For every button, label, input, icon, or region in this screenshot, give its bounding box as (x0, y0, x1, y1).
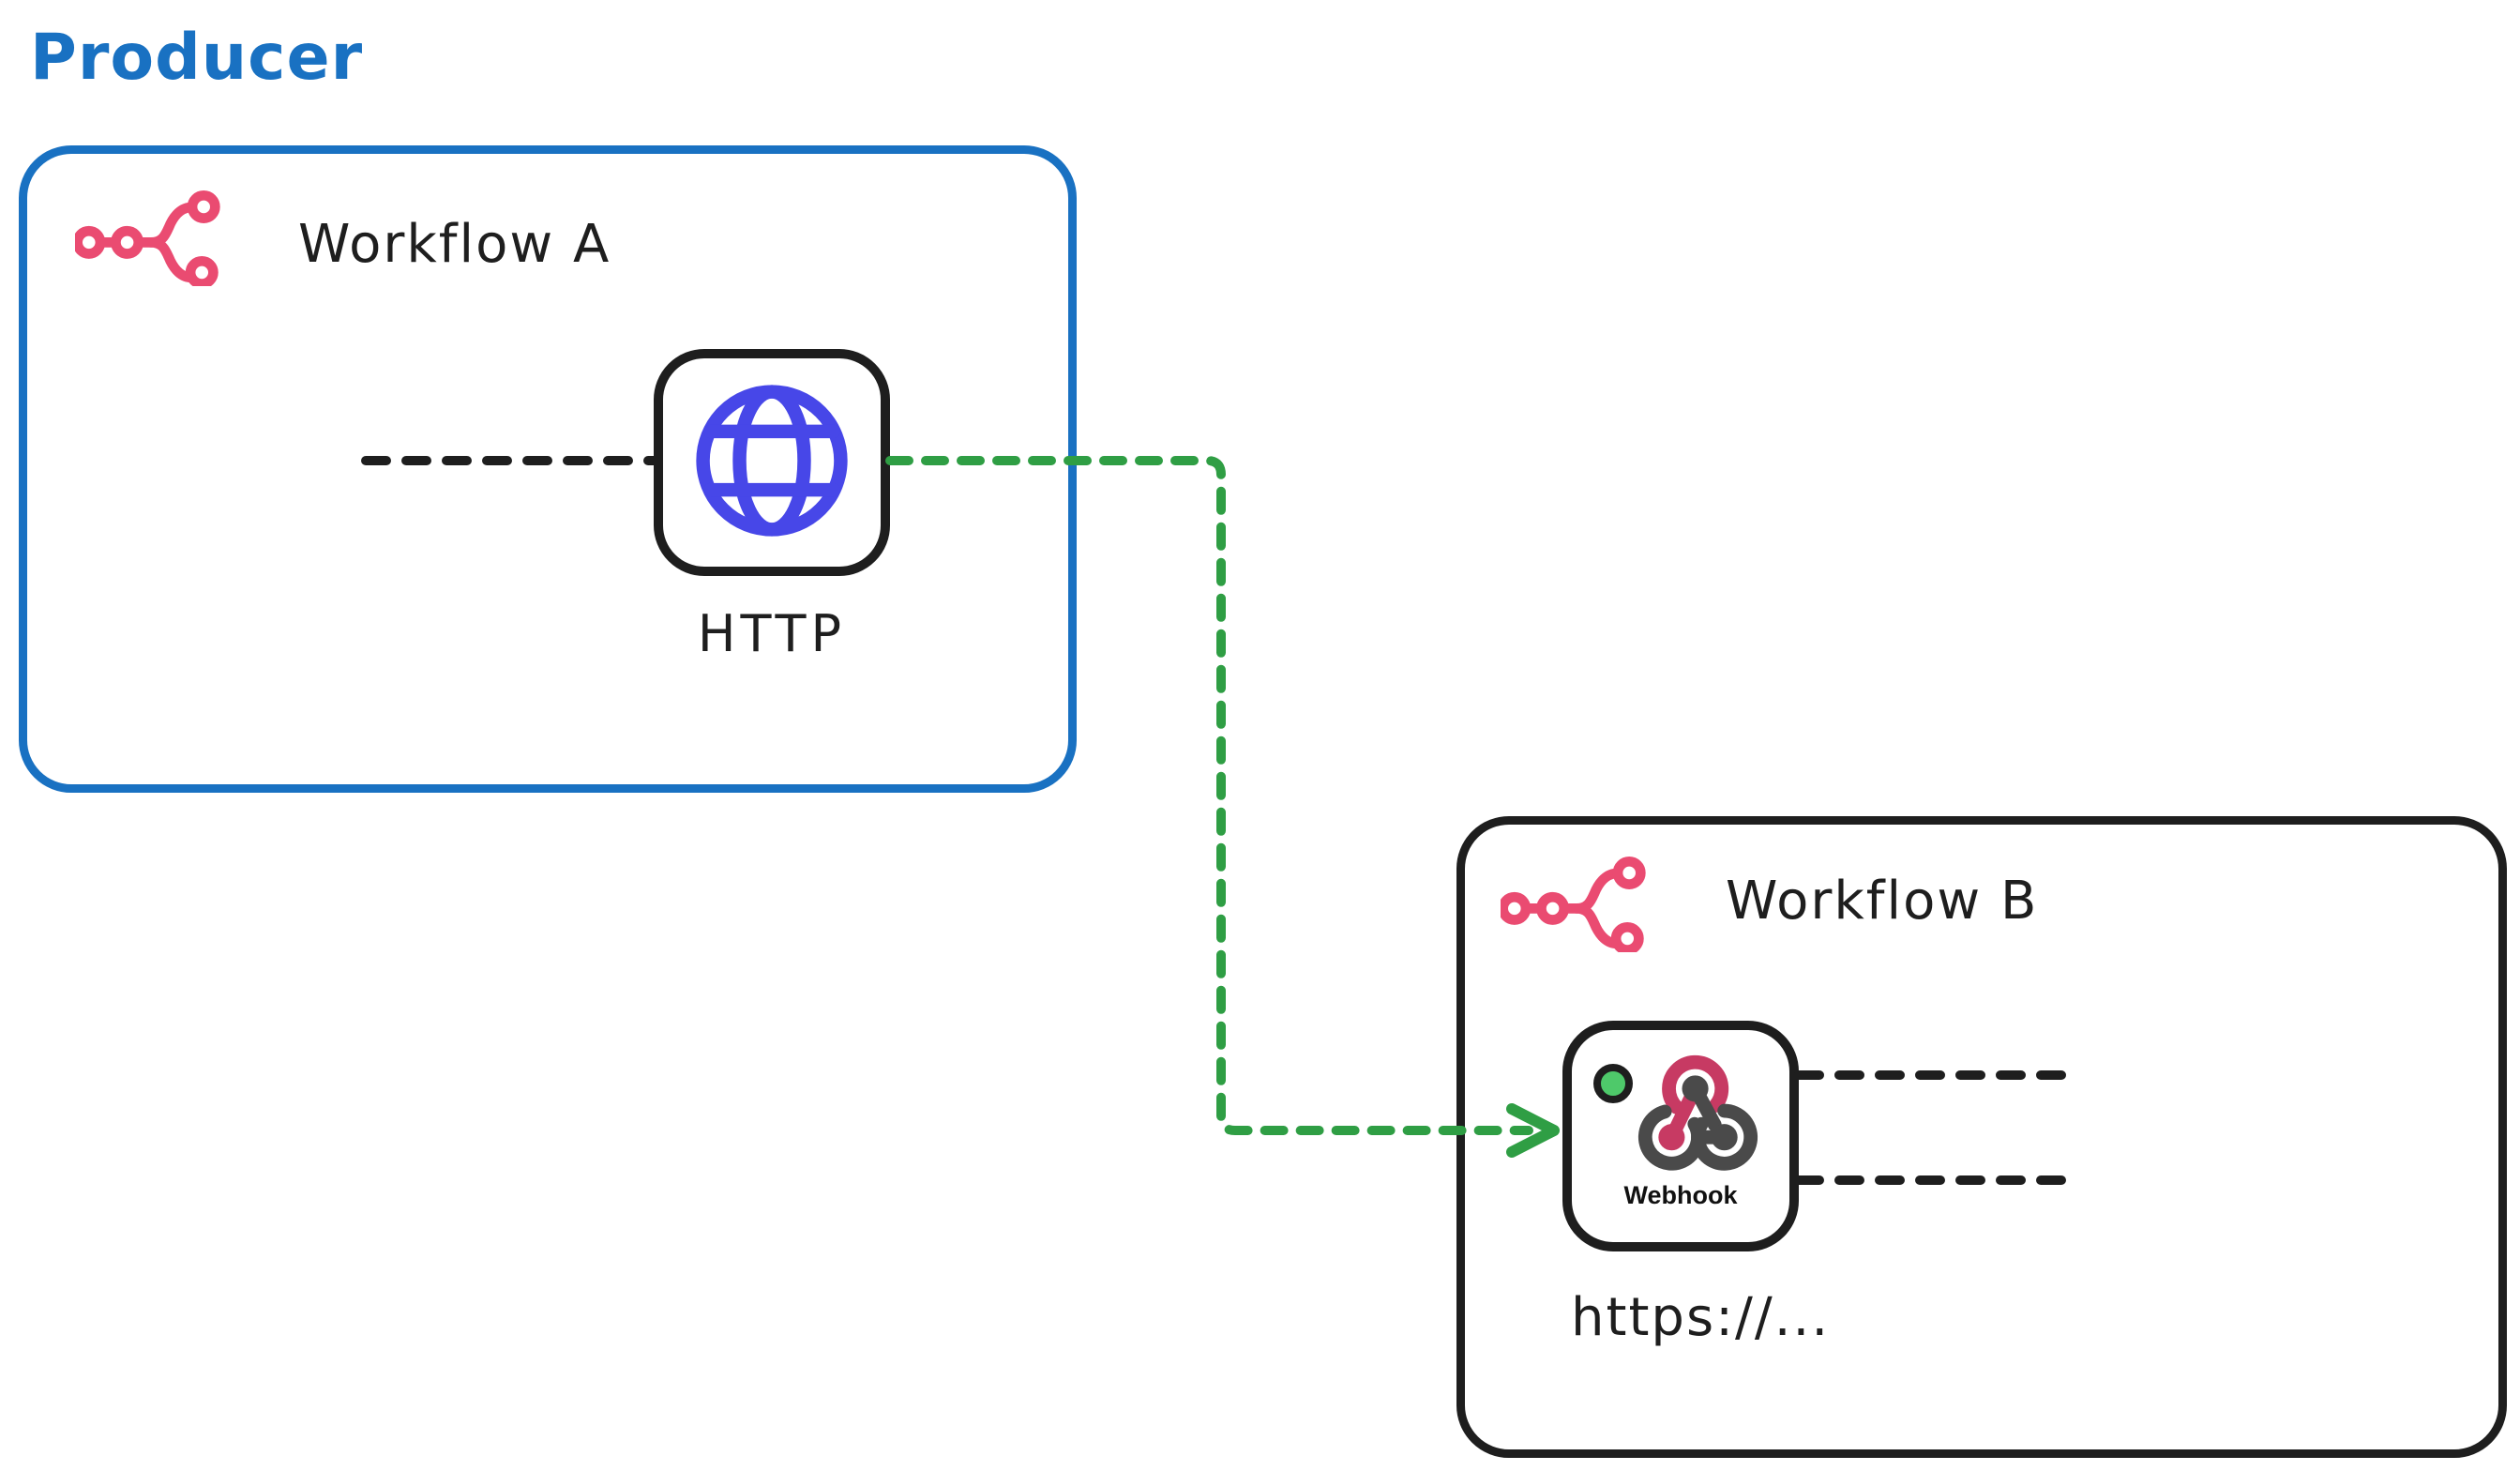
webhook-url-text: https://... (1571, 1287, 1831, 1348)
producer-group-label: Producer (30, 21, 364, 95)
http-node (654, 349, 890, 576)
http-node-label: HTTP (697, 604, 847, 663)
webhook-node: Webhook (1562, 1021, 1799, 1251)
globe-icon (696, 385, 848, 537)
webhook-node-label: Webhook (1623, 1181, 1738, 1209)
webhook-icon (1637, 1054, 1758, 1171)
n8n-logo-icon (75, 190, 220, 286)
workflow-b-title: Workflow B (1726, 871, 2039, 932)
n8n-logo-icon (1501, 857, 1646, 952)
webhook-status-dot (1593, 1064, 1633, 1103)
workflow-a-title: Workflow A (298, 214, 611, 275)
workflow-b-box (1456, 816, 2507, 1458)
